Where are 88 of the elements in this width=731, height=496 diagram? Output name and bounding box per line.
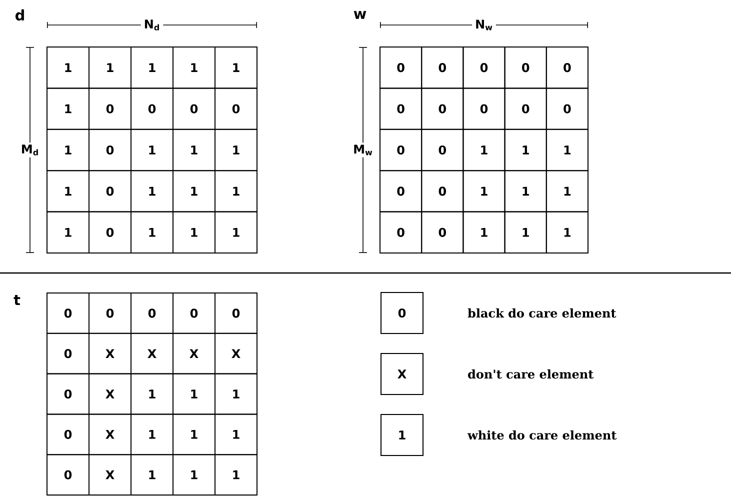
matrix-cell: 0: [380, 170, 422, 212]
matrix-cell: 0: [88, 88, 132, 130]
matrix-cell: 0: [214, 88, 258, 130]
matrix-cell: 1: [172, 454, 216, 496]
dimension-label: N$_{d}$: [140, 16, 164, 34]
matrix-cell: X: [172, 332, 216, 374]
dimension-label: M$_{w}$: [351, 142, 375, 158]
key-box: 0: [380, 292, 424, 334]
matrix-cell: X: [88, 414, 132, 456]
matrix-cell: X: [88, 373, 132, 415]
matrix-cell: 0: [130, 88, 174, 130]
matrix-cell: 1: [214, 211, 258, 254]
matrix-cell: 1: [504, 128, 547, 172]
matrix-cell: X: [88, 454, 132, 496]
matrix-cell: 1: [172, 46, 216, 89]
matrix-cell: 1: [546, 128, 588, 172]
matrix-cell: 1: [504, 211, 547, 254]
matrix-cell: 0: [214, 292, 258, 334]
matrix-cell: 0: [462, 46, 506, 89]
matrix-cell: 0: [421, 46, 464, 89]
matrix-cell: 1: [46, 88, 90, 130]
matrix-cell: 0: [46, 373, 90, 415]
matrix-cell: 0: [421, 211, 464, 254]
matrix-cell: 1: [546, 170, 588, 212]
key-box: X: [380, 353, 424, 395]
matrix-cell: 1: [46, 46, 90, 89]
matrix-cell: 1: [546, 211, 588, 254]
matrix-cell: X: [214, 332, 258, 374]
matrix-cell: 1: [130, 211, 174, 254]
matrix-cell: 1: [504, 170, 547, 212]
matrix-cell: 0: [380, 128, 422, 172]
matrix-cell: 0: [172, 292, 216, 334]
matrix-cell: 0: [88, 292, 132, 334]
matrix-name: w: [354, 11, 366, 19]
matrix-cell: 0: [88, 170, 132, 212]
matrix-cell: 1: [214, 46, 258, 89]
matrix-cell: 1: [88, 46, 132, 89]
matrix-cell: 1: [172, 211, 216, 254]
matrix-cell: 1: [462, 128, 506, 172]
matrix-cell: 0: [546, 88, 588, 130]
matrix-cell: 1: [46, 128, 90, 172]
matrix-cell: 1: [462, 170, 506, 212]
matrix-cell: 1: [172, 414, 216, 456]
matrix-cell: 0: [462, 88, 506, 130]
matrix-cell: 0: [88, 128, 132, 172]
matrix-cell: 0: [88, 211, 132, 254]
matrix-cell: 1: [214, 454, 258, 496]
key-box: 1: [380, 414, 424, 456]
matrix-cell: 1: [462, 211, 506, 254]
matrix-cell: 0: [380, 46, 422, 89]
matrix-cell: 0: [46, 292, 90, 334]
matrix-cell: X: [88, 332, 132, 374]
matrix-cell: 1: [214, 170, 258, 212]
matrix-cell: 1: [214, 373, 258, 415]
matrix-cell: 0: [504, 46, 547, 89]
matrix-cell: 0: [380, 88, 422, 130]
matrix-cell: 0: [504, 88, 547, 130]
matrix-cell: 0: [421, 170, 464, 212]
matrix-cell: 0: [380, 211, 422, 254]
matrix-cell: 1: [172, 128, 216, 172]
matrix-name: d: [16, 9, 24, 21]
matrix-cell: 0: [130, 292, 174, 334]
matrix-cell: 1: [130, 454, 174, 496]
matrix-cell: 0: [421, 128, 464, 172]
matrix-cell: 1: [46, 170, 90, 212]
matrix-cell: 0: [172, 88, 216, 130]
dimension-label: N$_{w}$: [472, 16, 496, 34]
matrix-cell: 1: [172, 373, 216, 415]
key-description: black do care element: [468, 308, 616, 318]
key-description: white do care element: [467, 430, 617, 440]
matrix-cell: 0: [46, 414, 90, 456]
matrix-cell: 0: [421, 88, 464, 130]
dimension-label: M$_{d}$: [18, 142, 42, 158]
matrix-cell: 1: [130, 46, 174, 89]
matrix-cell: 0: [546, 46, 588, 89]
matrix-cell: 1: [46, 211, 90, 254]
matrix-cell: 1: [172, 170, 216, 212]
matrix-cell: 1: [130, 128, 174, 172]
matrix-cell: 1: [130, 170, 174, 212]
matrix-cell: 1: [130, 414, 174, 456]
matrix-cell: 1: [214, 414, 258, 456]
matrix-cell: 0: [46, 454, 90, 496]
matrix-cell: 0: [46, 332, 90, 374]
matrix-name: t: [14, 294, 20, 306]
matrix-cell: 1: [130, 373, 174, 415]
key-description: don't care element: [468, 369, 594, 379]
matrix-cell: 1: [214, 128, 258, 172]
matrix-cell: X: [130, 332, 174, 374]
